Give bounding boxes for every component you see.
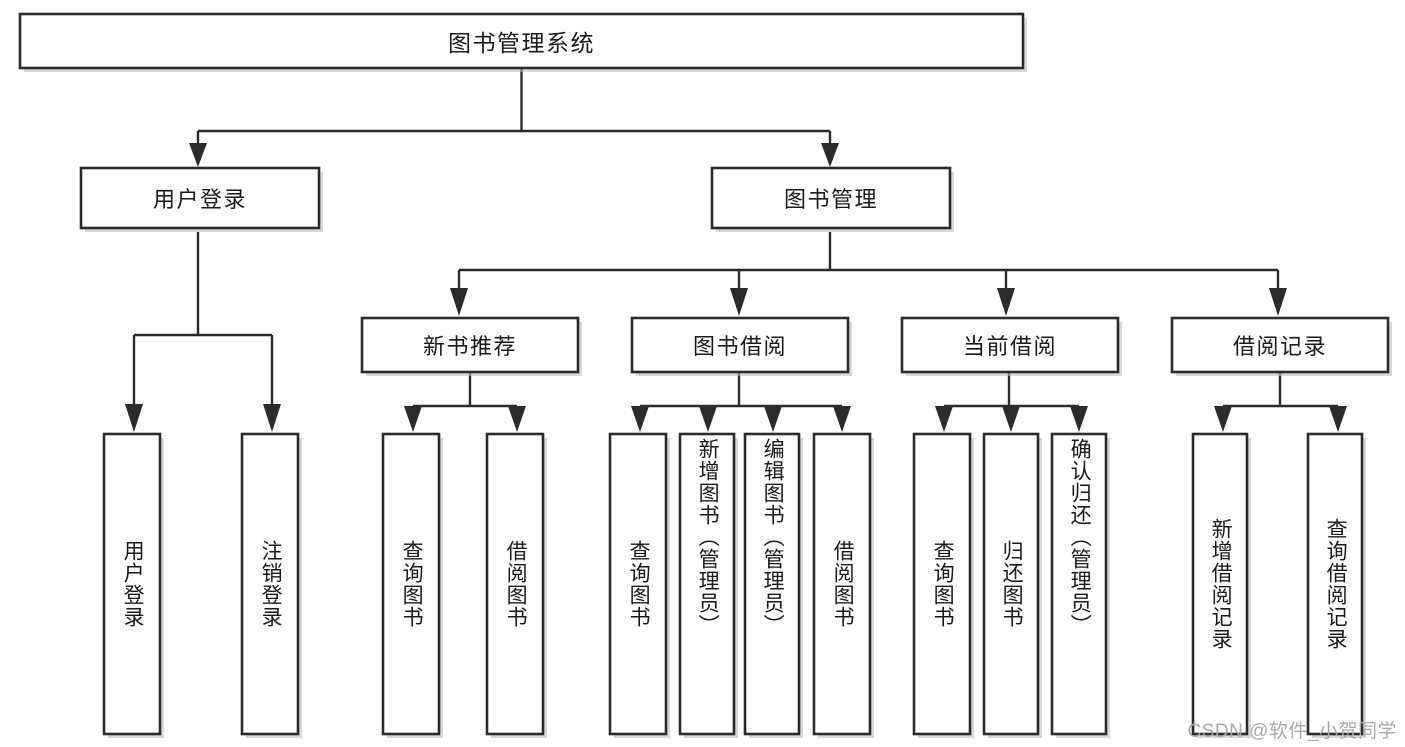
node-leaf-add-record[interactable] [1191,432,1249,736]
node-leaf-borrow-book-2[interactable] [812,432,872,736]
arrowhead-book-borrow [730,288,748,316]
arrowhead-leaf-add-record [1214,406,1232,432]
arrowhead-leaf-add-book [699,406,717,432]
node-leaf-query-book-1[interactable] [381,432,441,736]
node-leaf-add-book[interactable] [678,432,736,736]
arrowhead-leaf-return-book [1002,406,1020,432]
node-leaf-query-book-3[interactable] [912,432,972,736]
arrowhead-leaf-query-book-2 [631,406,649,432]
connector-layer [125,68,1347,432]
arrowhead-leaf-borrow-book-2 [833,406,851,432]
node-leaf-query-record[interactable] [1306,432,1364,736]
node-leaf-query-book-2[interactable] [608,432,668,736]
node-leaf-user-login[interactable] [102,432,162,736]
node-borrow-record[interactable] [1170,316,1390,374]
arrowhead-leaf-borrow-book-1 [508,406,526,432]
arrowhead-leaf-query-book-1 [404,406,422,432]
node-leaf-user-logout[interactable] [240,432,300,736]
node-new-book-recommend[interactable] [360,316,580,374]
node-layer [18,12,1392,738]
watermark-text: CSDN @软件_小贺同学 [1187,721,1397,742]
node-user-login[interactable] [79,166,321,230]
arrowhead-book-management [821,143,839,167]
arrowhead-current-borrow [997,288,1015,316]
arrowhead-new-book-recommend [450,288,468,316]
node-current-borrow[interactable] [900,316,1120,374]
node-leaf-borrow-book-1[interactable] [485,432,545,736]
node-book-management[interactable] [710,166,952,230]
arrowhead-borrow-record [1269,288,1287,316]
arrowhead-leaf-user-login [125,404,143,432]
arrowhead-leaf-edit-book [764,406,782,432]
node-leaf-return-book[interactable] [982,432,1040,736]
node-root[interactable] [18,12,1025,70]
node-leaf-edit-book[interactable] [743,432,801,736]
arrowhead-leaf-query-record [1329,406,1347,432]
arrowhead-user-login [189,143,207,167]
arrowhead-leaf-user-logout [263,404,281,432]
node-leaf-confirm-return[interactable] [1050,432,1108,736]
arrowhead-leaf-confirm-return [1070,406,1088,432]
arrowhead-leaf-query-book-3 [935,406,953,432]
node-book-borrow[interactable] [630,316,850,374]
